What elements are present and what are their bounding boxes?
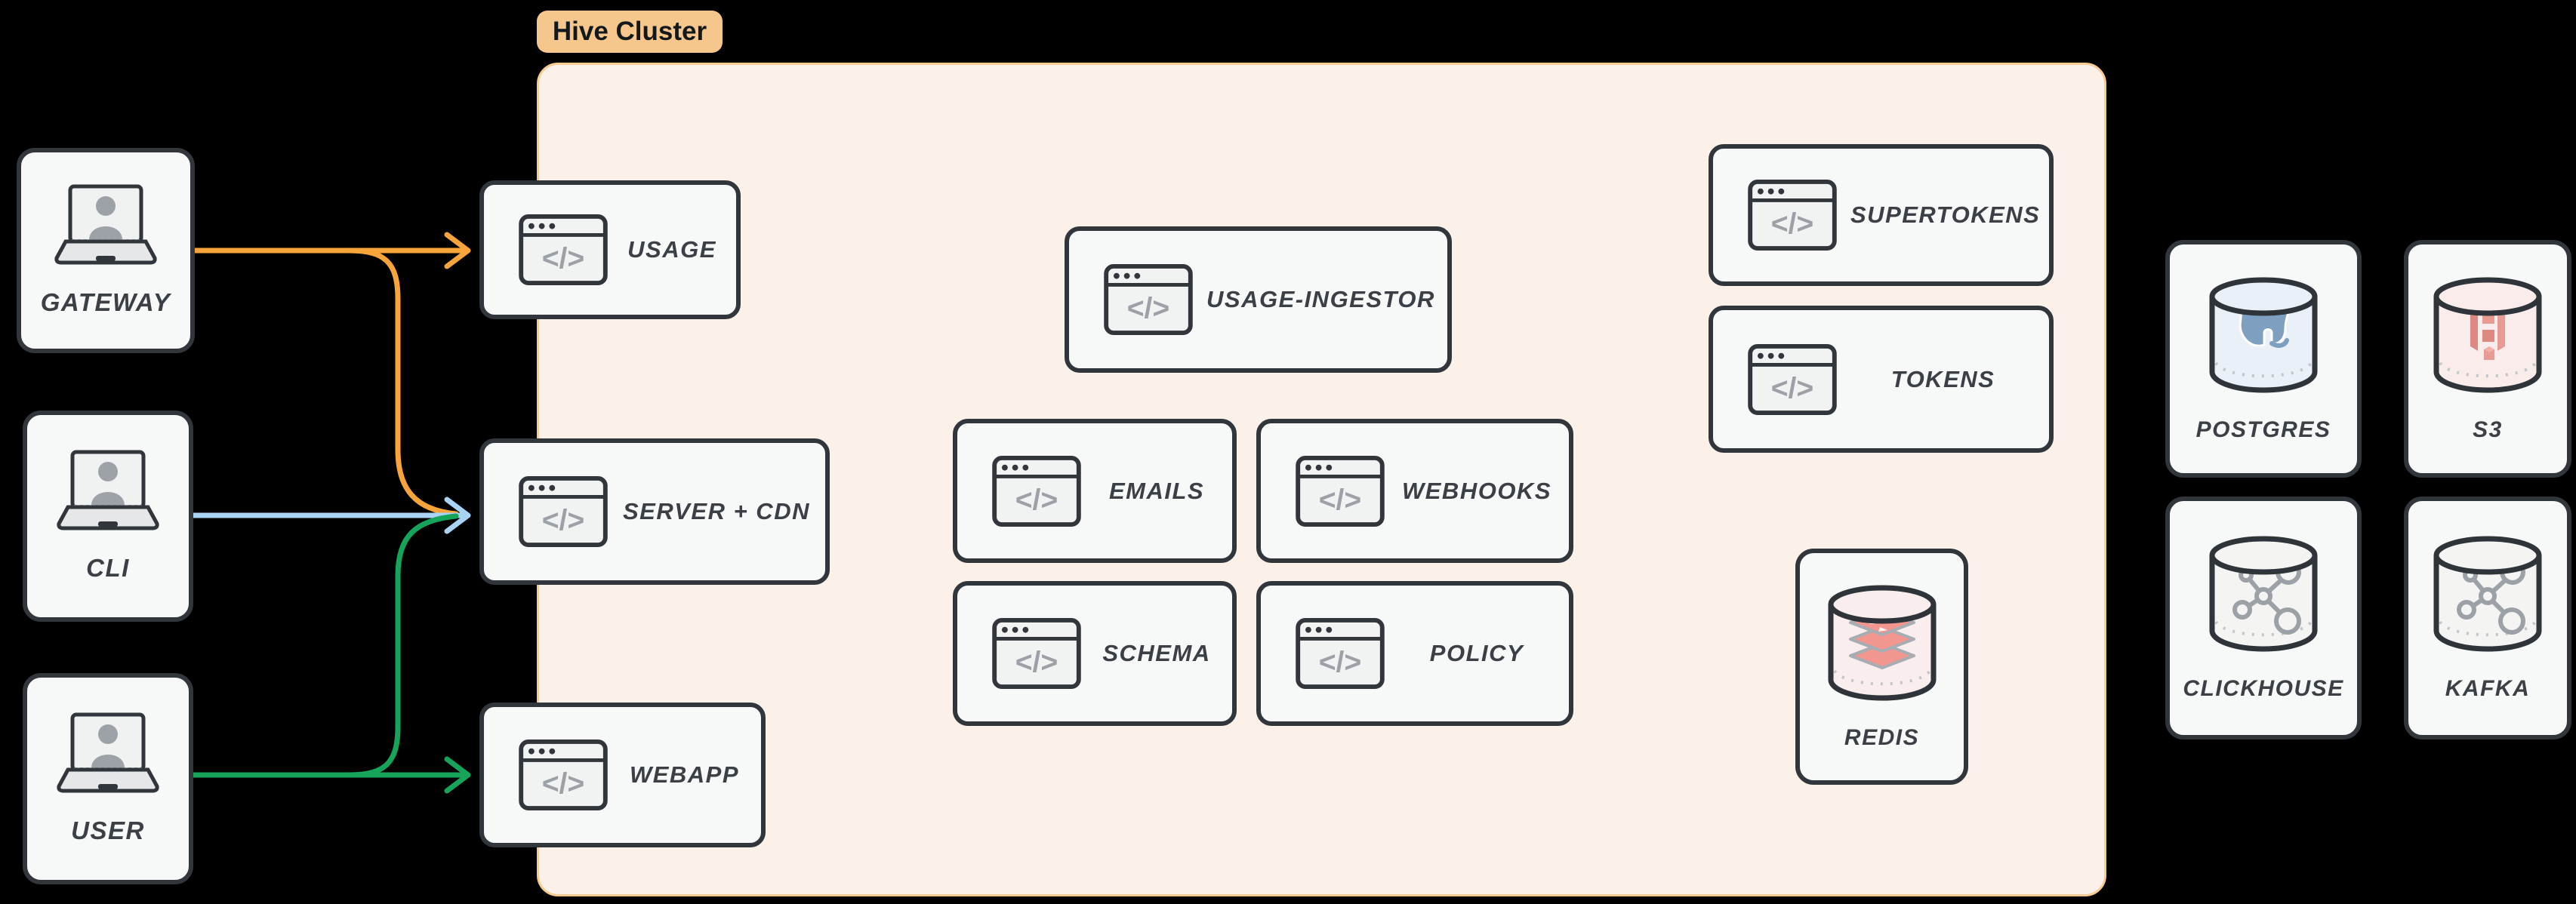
svg-text:</>: </> bbox=[1771, 372, 1814, 404]
svg-text:</>: </> bbox=[542, 767, 585, 800]
arrow-user-to-server-branch bbox=[346, 513, 459, 778]
node-tokens: </> TOKENS bbox=[1709, 306, 2054, 453]
node-policy: </> POLICY bbox=[1256, 581, 1573, 726]
node-gateway-label: GATEWAY bbox=[40, 288, 171, 316]
svg-text:</>: </> bbox=[1015, 646, 1058, 678]
node-user-label: USER bbox=[71, 816, 145, 844]
node-server-cdn: </> SERVER + CDN bbox=[479, 438, 830, 585]
node-schema: </> SCHEMA bbox=[953, 581, 1237, 726]
clickhouse-database-icon bbox=[2207, 534, 2320, 658]
node-postgres-label: POSTGRES bbox=[2195, 417, 2331, 442]
node-schema-label: SCHEMA bbox=[1102, 640, 1211, 666]
node-s3: S3 bbox=[2404, 240, 2571, 478]
node-webapp: </> WEBAPP bbox=[479, 703, 766, 847]
node-webhooks-label: WEBHOOKS bbox=[1402, 477, 1551, 504]
s3-bucket-icon bbox=[2431, 275, 2544, 399]
code-window-icon: </> bbox=[992, 618, 1081, 689]
laptop-user-icon bbox=[51, 712, 165, 797]
node-redis: REDIS bbox=[1795, 549, 1968, 785]
hive-cluster-badge: Hive Cluster bbox=[537, 11, 723, 53]
svg-text:</>: </> bbox=[1127, 292, 1170, 324]
node-webhooks: </> WEBHOOKS bbox=[1256, 419, 1573, 563]
node-kafka-label: KAFKA bbox=[2445, 676, 2531, 701]
code-window-icon: </> bbox=[1296, 618, 1385, 689]
node-usage-ingestor: </> USAGE-INGESTOR bbox=[1065, 226, 1452, 373]
svg-text:</>: </> bbox=[1319, 646, 1362, 678]
node-kafka: KAFKA bbox=[2404, 497, 2571, 739]
node-usage: </> USAGE bbox=[479, 180, 741, 319]
node-supertokens-label: SUPERTOKENS bbox=[1850, 201, 2041, 228]
node-policy-label: POLICY bbox=[1429, 640, 1524, 666]
laptop-user-icon bbox=[49, 184, 162, 269]
postgres-database-icon bbox=[2207, 275, 2320, 399]
node-gateway: GATEWAY bbox=[17, 148, 195, 353]
svg-text:</>: </> bbox=[1319, 484, 1362, 516]
node-webapp-label: WEBAPP bbox=[629, 761, 740, 788]
code-window-icon: </> bbox=[519, 214, 608, 285]
node-cli-label: CLI bbox=[86, 554, 130, 582]
code-window-icon: </> bbox=[519, 739, 608, 810]
node-redis-label: REDIS bbox=[1844, 724, 1920, 750]
node-postgres: POSTGRES bbox=[2165, 240, 2362, 478]
code-window-icon: </> bbox=[992, 455, 1081, 527]
arrow-user-to-webapp-arrowhead bbox=[444, 756, 471, 794]
node-emails-label: EMAILS bbox=[1108, 477, 1205, 504]
arrow-cli-to-server-arrowhead bbox=[444, 497, 471, 534]
laptop-user-icon bbox=[51, 450, 165, 534]
node-server-cdn-label: SERVER + CDN bbox=[623, 498, 810, 524]
node-emails: </> EMAILS bbox=[953, 419, 1237, 563]
redis-database-icon bbox=[1826, 583, 1939, 707]
arrow-gateway-to-server-branch bbox=[346, 248, 459, 517]
node-clickhouse: CLICKHOUSE bbox=[2165, 497, 2362, 739]
node-supertokens: </> SUPERTOKENS bbox=[1709, 144, 2054, 286]
code-window-icon: </> bbox=[1748, 180, 1837, 251]
hive-cluster-badge-label: Hive Cluster bbox=[552, 17, 707, 46]
node-tokens-label: TOKENS bbox=[1890, 365, 1995, 392]
node-user: USER bbox=[23, 673, 193, 884]
svg-text:</>: </> bbox=[1015, 484, 1058, 516]
node-s3-label: S3 bbox=[2473, 417, 2503, 442]
svg-text:</>: </> bbox=[1771, 208, 1814, 240]
arrow-gateway-to-usage-arrowhead bbox=[444, 232, 471, 269]
code-window-icon: </> bbox=[1748, 343, 1837, 415]
code-window-icon: </> bbox=[1104, 264, 1193, 335]
node-usage-ingestor-label: USAGE-INGESTOR bbox=[1206, 286, 1435, 312]
code-window-icon: </> bbox=[1296, 455, 1385, 527]
svg-text:</>: </> bbox=[542, 242, 585, 275]
svg-text:</>: </> bbox=[542, 504, 585, 537]
kafka-database-icon bbox=[2431, 534, 2544, 658]
node-cli: CLI bbox=[23, 410, 193, 622]
code-window-icon: </> bbox=[519, 476, 608, 547]
node-usage-label: USAGE bbox=[627, 236, 716, 263]
node-clickhouse-label: CLICKHOUSE bbox=[2183, 676, 2344, 701]
